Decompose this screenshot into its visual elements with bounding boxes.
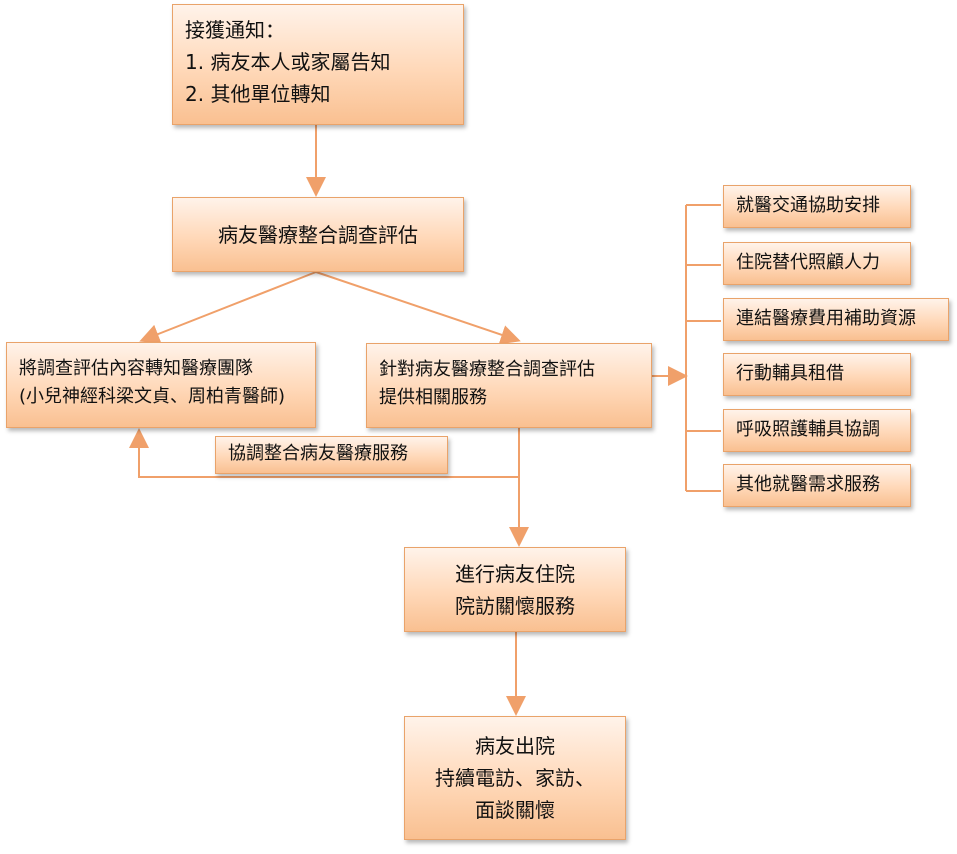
- visit-line-1: 進行病友住院: [455, 561, 575, 586]
- notice-title: 接獲通知：: [185, 18, 285, 42]
- assessment-label: 病友醫療整合調查評估: [218, 222, 418, 247]
- service-label-1: 就醫交通協助安排: [736, 195, 880, 216]
- notice-box: 接獲通知： 1. 病友本人或家屬告知 2. 其他單位轉知: [172, 4, 464, 125]
- forward-box: 將調查評估內容轉知醫療團隊 (小兒神經科梁文貞、周柏青醫師): [6, 342, 316, 428]
- provide-line-1: 針對病友醫療整合調查評估: [379, 359, 595, 380]
- provide-line-2: 提供相關服務: [379, 387, 487, 408]
- service-label-3: 連結醫療費用補助資源: [736, 308, 916, 329]
- service-box-5: 呼吸照護輔具協調: [723, 409, 911, 452]
- coordinate-label: 協調整合病友醫療服務: [215, 436, 448, 474]
- service-label-6: 其他就醫需求服務: [736, 474, 880, 495]
- discharge-box: 病友出院 持續電訪、家訪、 面談關懷: [404, 716, 626, 840]
- visit-box: 進行病友住院 院訪關懷服務: [404, 547, 626, 632]
- discharge-line-1: 病友出院: [475, 734, 555, 758]
- service-label-4: 行動輔具租借: [736, 363, 844, 384]
- arrow-assessment-to-provide: [315, 271, 521, 345]
- services-bracket: [685, 204, 721, 492]
- service-label-2: 住院替代照顧人力: [736, 252, 880, 273]
- service-box-3: 連結醫療費用補助資源: [723, 298, 949, 341]
- visit-line-2: 院訪關懷服務: [455, 593, 575, 618]
- provide-box: 針對病友醫療整合調查評估 提供相關服務: [366, 343, 652, 428]
- service-box-2: 住院替代照顧人力: [723, 242, 911, 285]
- service-box-1: 就醫交通協助安排: [723, 185, 911, 228]
- service-label-5: 呼吸照護輔具協調: [736, 419, 880, 440]
- assessment-box: 病友醫療整合調查評估: [172, 197, 464, 272]
- arrow-assessment-to-forward: [139, 271, 317, 344]
- service-box-6: 其他就醫需求服務: [723, 464, 911, 507]
- notice-item-2: 2. 其他單位轉知: [185, 82, 331, 106]
- coordinate-text: 協調整合病友醫療服務: [228, 443, 408, 464]
- discharge-line-2: 持續電訪、家訪、: [435, 766, 595, 790]
- service-box-4: 行動輔具租借: [723, 353, 911, 396]
- forward-line-1: 將調查評估內容轉知醫療團隊: [19, 358, 253, 379]
- forward-line-2: (小兒神經科梁文貞、周柏青醫師): [19, 386, 286, 407]
- notice-item-1: 1. 病友本人或家屬告知: [185, 50, 391, 74]
- discharge-line-3: 面談關懷: [475, 798, 555, 822]
